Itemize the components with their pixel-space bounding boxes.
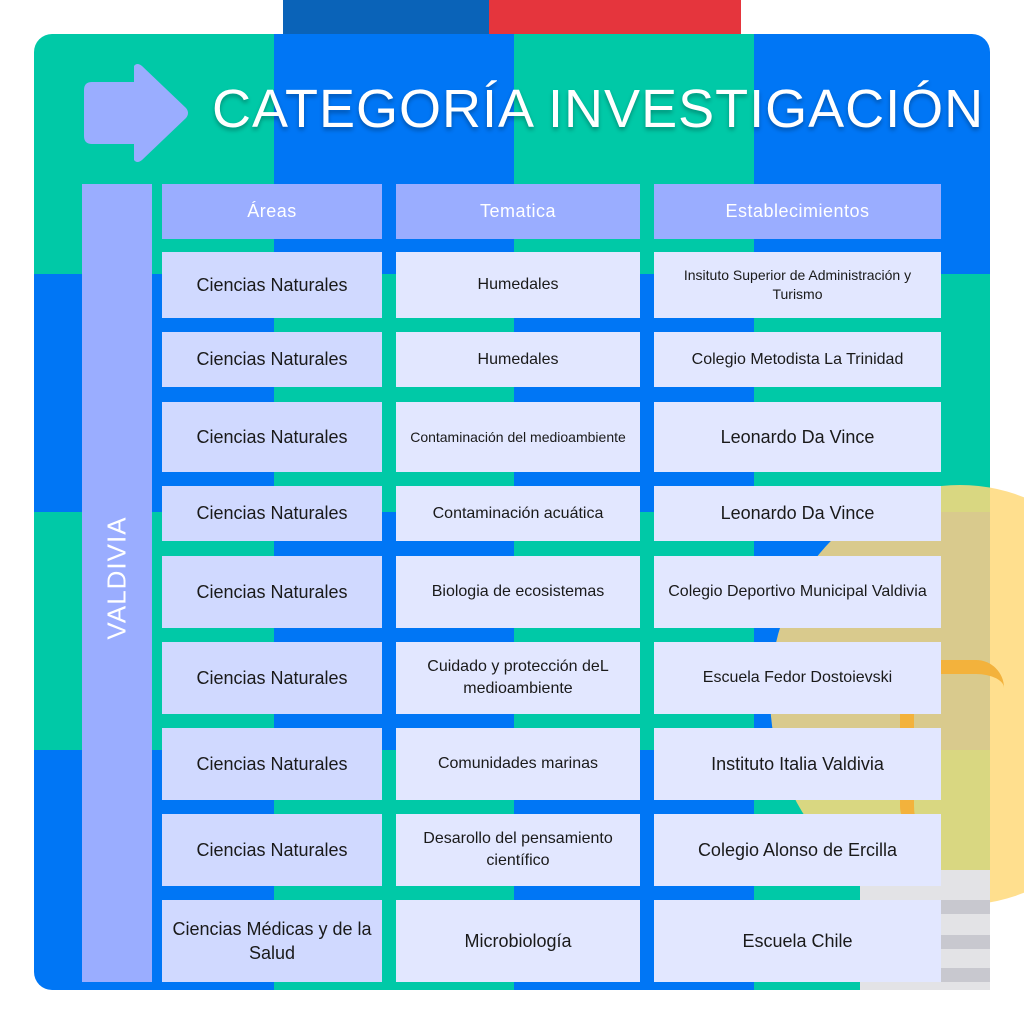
flag-stripe-blue — [283, 0, 489, 34]
region-label: VALDIVIA — [101, 516, 132, 640]
cell-establecimiento: Leonardo Da Vince — [654, 486, 941, 541]
cell-establecimiento: Leonardo Da Vince — [654, 402, 941, 472]
cell-tematica: Humedales — [396, 332, 640, 387]
cell-tematica: Cuidado y protección deL medioambiente — [396, 642, 640, 714]
cell-area: Ciencias Naturales — [162, 728, 382, 800]
page-title: CATEGORÍA INVESTIGACIÓN — [212, 79, 985, 139]
flag-stripe-red — [489, 0, 741, 34]
side-panel — [82, 184, 152, 982]
cell-area: Ciencias Médicas y de la Salud — [162, 900, 382, 982]
arrow-right-icon — [84, 64, 188, 162]
cell-area: Ciencias Naturales — [162, 252, 382, 318]
cell-establecimiento: Instituto Italia Valdivia — [654, 728, 941, 800]
cell-tematica: Biologia de ecosistemas — [396, 556, 640, 628]
header-tematica: Tematica — [396, 184, 640, 239]
header-establecimientos: Establecimientos — [654, 184, 941, 239]
cell-establecimiento: Colegio Alonso de Ercilla — [654, 814, 941, 886]
cell-tematica: Humedales — [396, 252, 640, 318]
cell-area: Ciencias Naturales — [162, 332, 382, 387]
cell-area: Ciencias Naturales — [162, 486, 382, 541]
cell-establecimiento: Escuela Fedor Dostoievski — [654, 642, 941, 714]
cell-establecimiento: Colegio Deportivo Municipal Valdivia — [654, 556, 941, 628]
cell-area: Ciencias Naturales — [162, 814, 382, 886]
cell-tematica: Contaminación del medioambiente — [396, 402, 640, 472]
cell-tematica: Contaminación acuática — [396, 486, 640, 541]
cell-tematica: Comunidades marinas — [396, 728, 640, 800]
cell-establecimiento: Insituto Superior de Administración y Tu… — [654, 252, 941, 318]
cell-area: Ciencias Naturales — [162, 642, 382, 714]
cell-area: Ciencias Naturales — [162, 402, 382, 472]
cell-area: Ciencias Naturales — [162, 556, 382, 628]
header-areas: Áreas — [162, 184, 382, 239]
cell-tematica: Microbiología — [396, 900, 640, 982]
cell-establecimiento: Colegio Metodista La Trinidad — [654, 332, 941, 387]
cell-tematica: Desarollo del pensamiento científico — [396, 814, 640, 886]
cell-establecimiento: Escuela Chile — [654, 900, 941, 982]
